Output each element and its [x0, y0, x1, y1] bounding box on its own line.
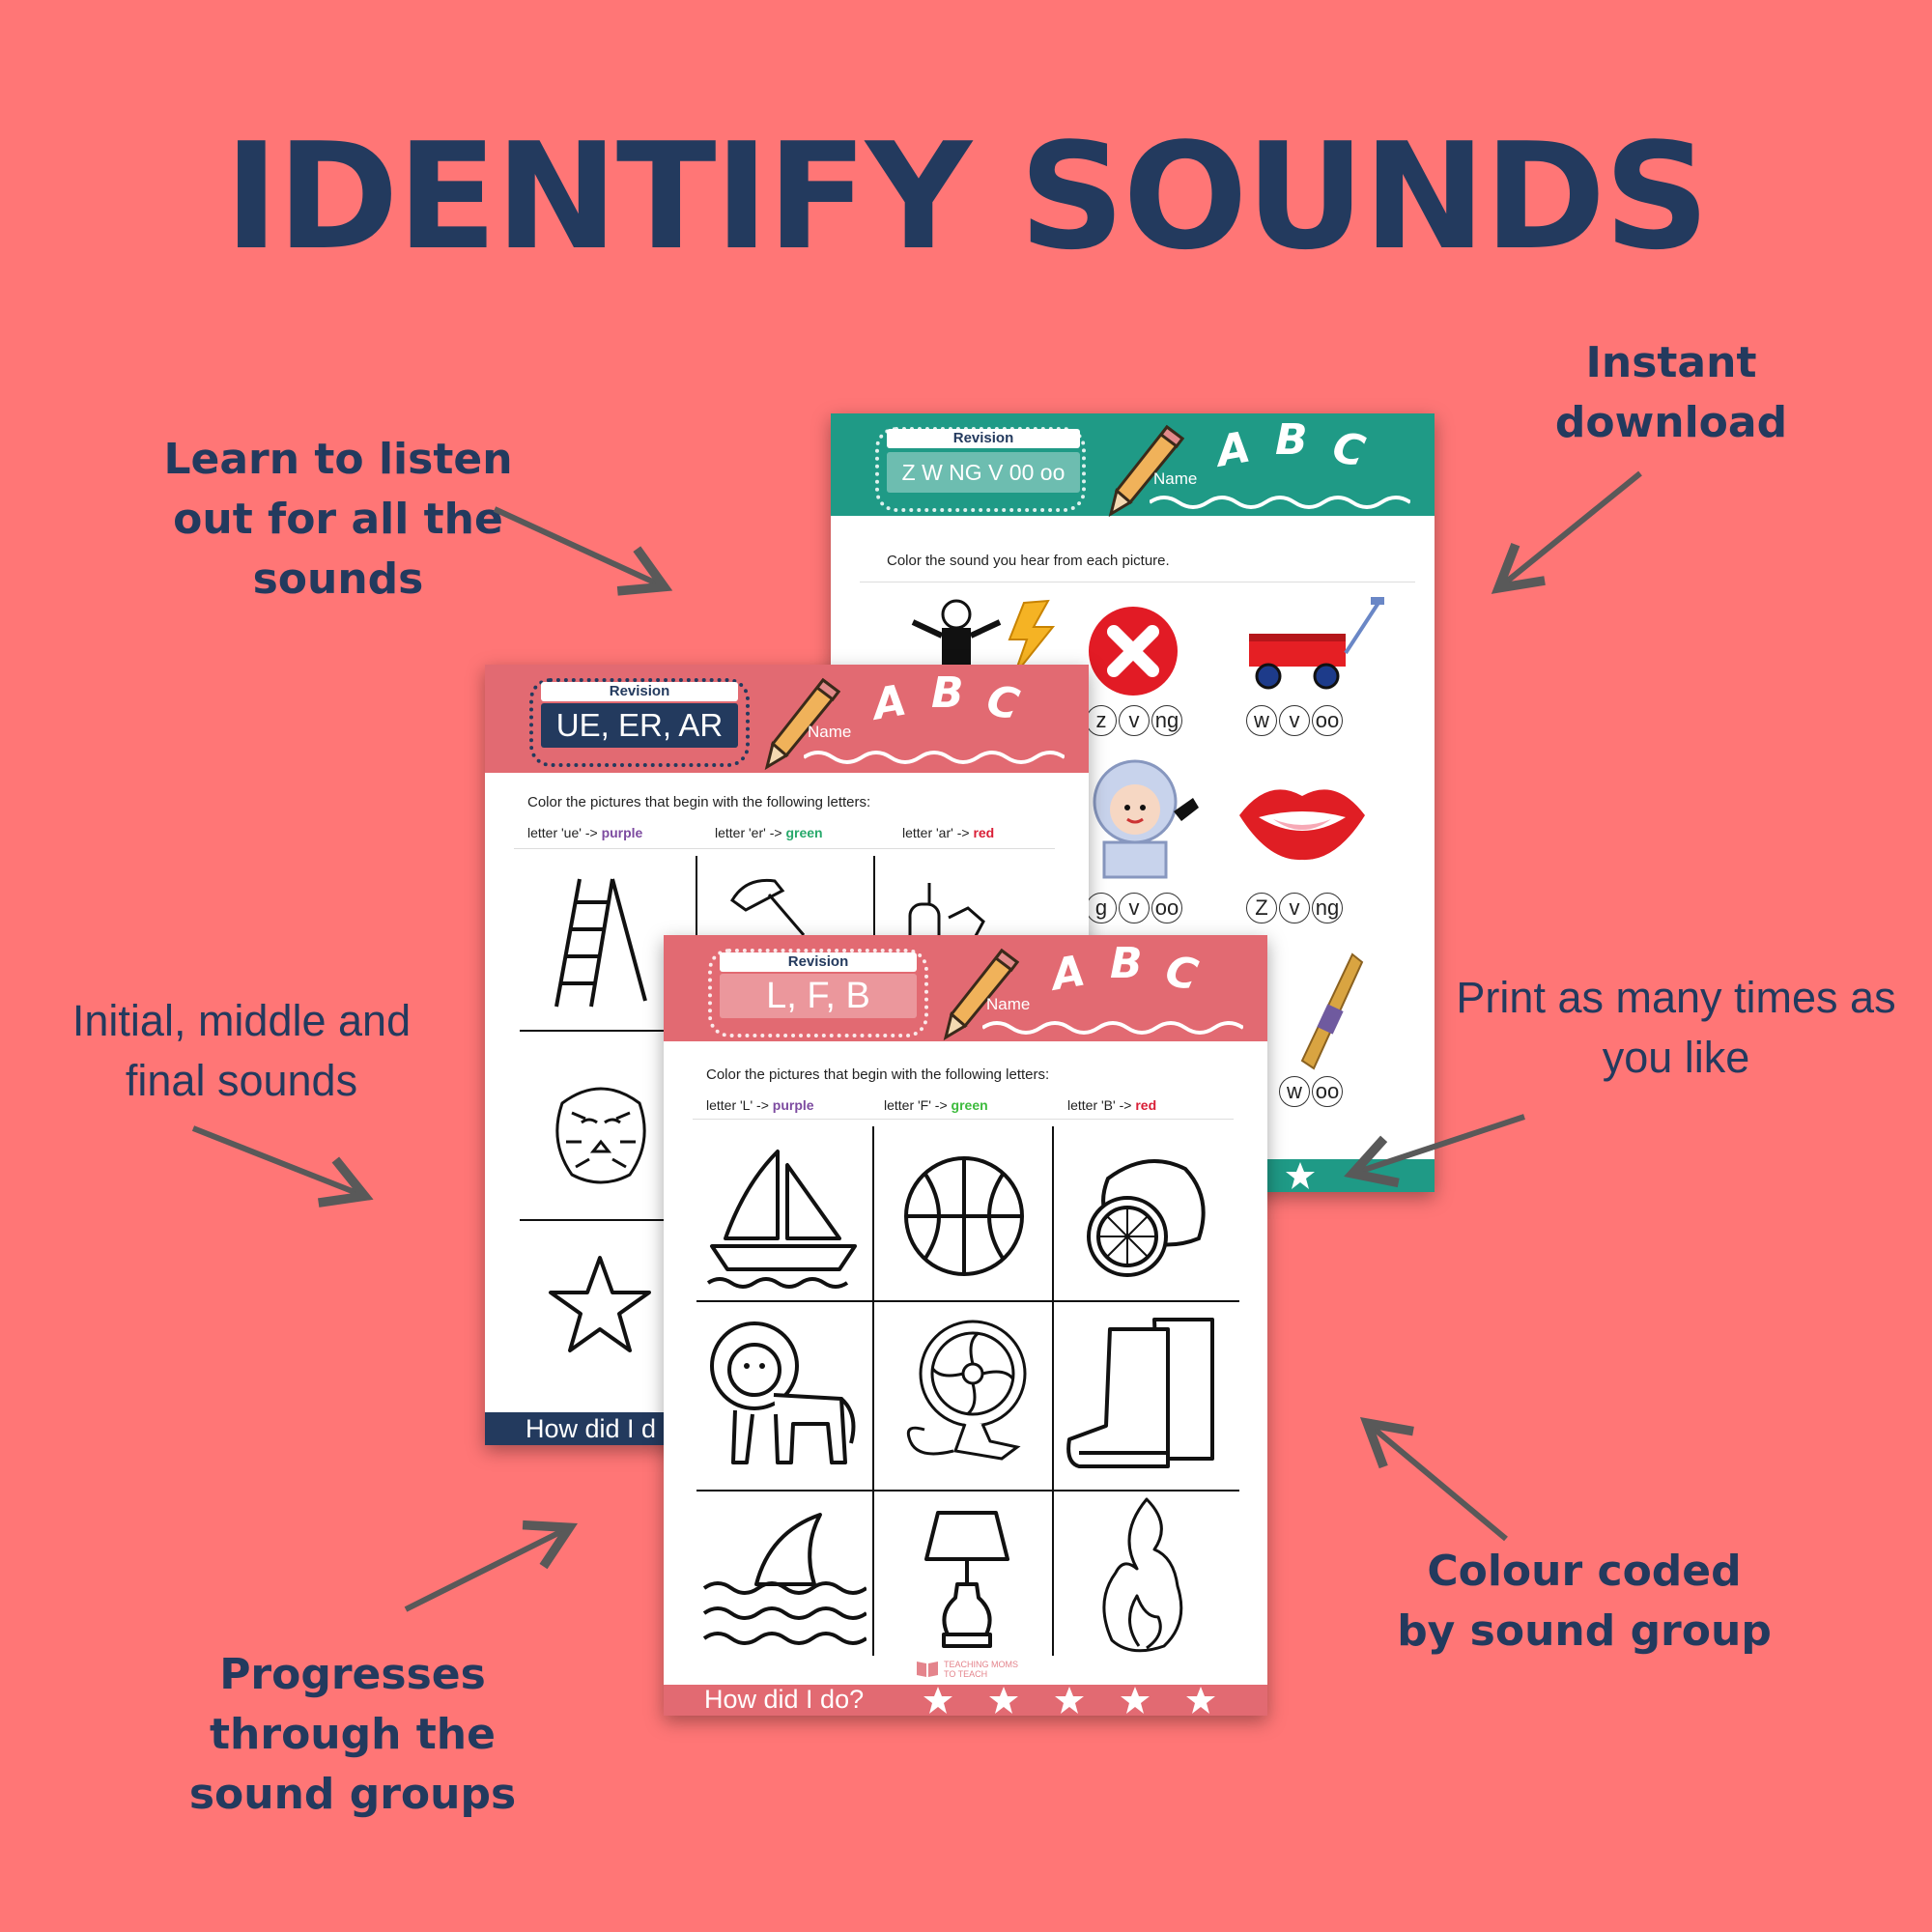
robot-partial-icon	[908, 883, 985, 947]
grid-line	[696, 1300, 1239, 1302]
page-title: IDENTIFY SOUNDS	[224, 111, 1710, 282]
revision-sounds: L, F, B	[720, 974, 917, 1018]
sheet-footer	[664, 1685, 1267, 1716]
divider	[693, 1119, 1234, 1120]
option-circle[interactable]: v	[1279, 705, 1310, 736]
revision-badge	[708, 949, 928, 1037]
logo-line-1: TEACHING MOMS	[944, 1660, 1019, 1669]
legend-item-purple: letter 'L' -> purple	[706, 1097, 814, 1113]
pencil-icon	[764, 677, 841, 771]
revision-label: Revision	[541, 682, 738, 701]
abc-letter-b: B	[1110, 939, 1143, 988]
instruction-text: Color the pictures that begin with the f…	[527, 794, 871, 810]
lamp-icon	[924, 1511, 1009, 1648]
ladder-icon	[554, 878, 647, 1008]
fan-icon	[906, 1320, 1027, 1461]
arrow-color-coded	[1359, 1416, 1508, 1542]
arrow-progresses	[404, 1520, 579, 1612]
fire-icon	[1102, 1497, 1183, 1653]
logo-line-2: TO TEACH	[944, 1669, 988, 1679]
wavy-line-icon	[1150, 496, 1410, 509]
sailboat-icon	[706, 1150, 857, 1289]
option-circle[interactable]: w	[1246, 705, 1277, 736]
option-circle[interactable]: w	[1279, 1076, 1310, 1107]
option-circle[interactable]: g	[1086, 893, 1117, 923]
star-icon	[549, 1256, 651, 1352]
name-label: Name	[986, 995, 1031, 1013]
option-circle[interactable]: z	[1086, 705, 1117, 736]
book-logo-icon	[917, 1662, 938, 1677]
name-label: Name	[1153, 469, 1198, 488]
zipper-icon	[1300, 952, 1364, 1070]
callout-download: Instant download	[1554, 338, 1788, 447]
instruction-text: Color the sound you hear from each pictu…	[887, 553, 1170, 569]
option-circle[interactable]: oo	[1312, 1076, 1343, 1107]
pencil-icon	[1108, 424, 1185, 518]
hammer-icon	[730, 878, 806, 936]
grid-line	[696, 1490, 1239, 1492]
arrow-download	[1491, 470, 1642, 594]
pencil-icon	[943, 948, 1020, 1041]
worksheet-l-f-b: Revision L, F, B Name A B C Color the pi…	[664, 935, 1267, 1716]
legend-item-purple: letter 'ue' -> purple	[527, 825, 643, 840]
rating-star-icon[interactable]	[1054, 1686, 1085, 1715]
grid-line	[1052, 1126, 1054, 1656]
abc-letter-b: B	[1275, 415, 1308, 465]
footer-text: How did I d	[526, 1414, 657, 1443]
option-circle[interactable]: v	[1279, 893, 1310, 923]
boots-icon	[1066, 1318, 1214, 1468]
wavy-line-icon	[982, 1021, 1243, 1035]
callout-print: Print as many times as you like	[1456, 973, 1896, 1082]
rating-star-icon[interactable]	[988, 1686, 1019, 1715]
arrow-positions	[191, 1125, 374, 1208]
legend-item-red: letter 'ar' -> red	[902, 825, 995, 840]
revision-badge	[529, 678, 750, 767]
footer-text: How did I do?	[704, 1685, 865, 1714]
option-circle[interactable]: oo	[1151, 893, 1182, 923]
rating-star-icon[interactable]	[1285, 1161, 1316, 1190]
hooded-baby-icon	[1093, 759, 1199, 879]
revision-sounds: Z W NG V 00 oo	[887, 452, 1080, 493]
callout-listen: Learn to listen out for all the sounds	[163, 435, 513, 604]
lion-icon	[710, 1321, 856, 1464]
legend-item-green: letter 'er' -> green	[715, 825, 823, 840]
grid-line	[872, 1126, 874, 1656]
option-circle[interactable]: ng	[1151, 705, 1182, 736]
legend-item-green: letter 'F' -> green	[884, 1097, 988, 1113]
vampire-lips-icon	[1239, 789, 1365, 861]
divider	[514, 848, 1055, 849]
zombie-icon	[911, 599, 1056, 676]
callout-color-coded: Colour coded by sound group	[1397, 1547, 1772, 1656]
option-circle[interactable]: v	[1119, 705, 1150, 736]
callout-positions: Initial, middle and final sounds	[71, 996, 412, 1105]
rating-star-icon[interactable]	[923, 1686, 953, 1715]
rating-star-icon[interactable]	[1120, 1686, 1151, 1715]
option-circle[interactable]: ng	[1312, 893, 1343, 923]
wagon-icon	[1249, 597, 1384, 690]
basketball-icon	[904, 1156, 1024, 1276]
revision-label: Revision	[887, 429, 1080, 448]
lemon-icon	[1087, 1159, 1206, 1277]
rating-star-icon[interactable]	[1185, 1686, 1216, 1715]
shark-fin-icon	[702, 1513, 867, 1645]
option-circle[interactable]: v	[1119, 893, 1150, 923]
legend-item-red: letter 'B' -> red	[1067, 1097, 1157, 1113]
option-circle[interactable]: Z	[1246, 893, 1277, 923]
wavy-line-icon	[804, 751, 1065, 764]
cross-mark-icon	[1089, 607, 1178, 696]
instruction-text: Color the pictures that begin with the f…	[706, 1066, 1050, 1083]
revision-sounds: UE, ER, AR	[541, 703, 738, 748]
abc-letter-b: B	[931, 668, 964, 718]
revision-label: Revision	[720, 952, 917, 972]
tiger-icon	[555, 1087, 646, 1184]
name-label: Name	[808, 723, 852, 741]
option-circle[interactable]: oo	[1312, 705, 1343, 736]
callout-progresses: Progresses through the sound groups	[188, 1650, 517, 1819]
